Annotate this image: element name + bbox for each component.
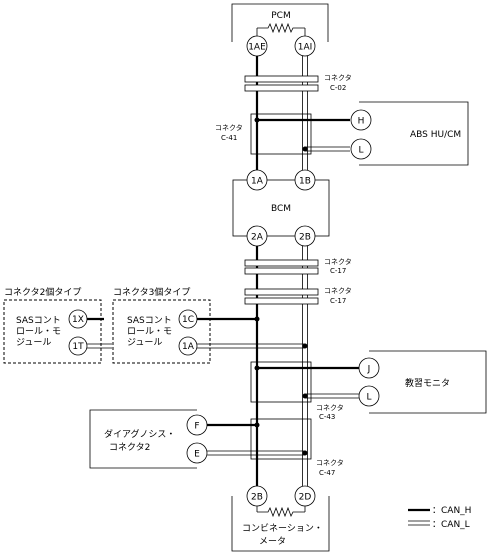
svg-text:C-43: C-43 xyxy=(319,413,335,421)
instructor-label: 教習モニタ xyxy=(405,377,450,389)
pcm-module: PCM 1AE 1AI xyxy=(231,3,329,57)
svg-text:1B: 1B xyxy=(299,177,311,187)
pcm-label: PCM xyxy=(271,11,290,21)
svg-text:C-17: C-17 xyxy=(330,297,346,305)
svg-text:C-17: C-17 xyxy=(330,267,346,275)
diag-pin-f xyxy=(186,414,208,436)
svg-text:コネクタ2: コネクタ2 xyxy=(109,442,150,453)
svg-text:1AI: 1AI xyxy=(298,43,313,53)
svg-text:L: L xyxy=(358,146,363,156)
sas-2-connector-type: コネクタ2個タイプ SASコント ロール・モ ジュール 1X 1T xyxy=(3,286,102,364)
connector-c-47: コネクタ C-47 xyxy=(250,418,344,477)
legend: ：CAN_H ：CAN_L xyxy=(408,506,471,530)
connector-c-02: コネクタ C-02 xyxy=(244,73,352,92)
can-l-wires xyxy=(87,42,361,490)
connector-c-17-lower: コネクタ C-17 xyxy=(244,286,352,305)
sas3-pin-1a xyxy=(178,336,198,356)
svg-text:コネクタ: コネクタ xyxy=(316,458,344,467)
svg-text:コネクタ: コネクタ xyxy=(324,73,352,82)
pcm-pin-1ai xyxy=(294,35,316,57)
diagnosis-connector-2: ダイアグノシス・ コネクタ2 F E xyxy=(89,409,208,469)
connector-c-17-upper: コネクタ C-17 xyxy=(244,257,352,275)
svg-text:ジュール: ジュール xyxy=(16,338,51,348)
legend-can-h-label: ：CAN_H xyxy=(432,506,471,516)
sas3-title: コネクタ3個タイプ xyxy=(113,286,190,298)
svg-text:2B: 2B xyxy=(251,493,263,503)
svg-text:SASコント: SASコント xyxy=(16,316,61,326)
svg-text:1X: 1X xyxy=(72,315,84,325)
sas2-title: コネクタ2個タイプ xyxy=(4,286,81,298)
svg-text:ロール・モ: ロール・モ xyxy=(127,327,172,337)
junction-dots xyxy=(254,117,308,456)
sas2-pin-1x xyxy=(68,309,88,329)
svg-text:メータ: メータ xyxy=(259,536,286,547)
svg-text:2A: 2A xyxy=(251,233,264,243)
svg-text:コネクタ: コネクタ xyxy=(316,403,344,412)
bcm-module: BCM 1A 1B 2A 2B xyxy=(232,169,330,247)
legend-can-l-label: ：CAN_L xyxy=(432,520,470,530)
pcm-termination-resistor xyxy=(257,22,305,34)
instructor-monitor-module: 教習モニタ J L xyxy=(358,350,487,414)
svg-text:2D: 2D xyxy=(299,493,312,503)
svg-text:C-41: C-41 xyxy=(221,134,237,142)
sas-3-connector-type: コネクタ3個タイプ SASコント ロール・モ ジュール 1C 1A xyxy=(112,286,211,364)
combi-pin-2d xyxy=(294,485,316,507)
svg-text:J: J xyxy=(367,365,371,375)
pcm-pin-1ae xyxy=(246,35,268,57)
combination-meter-module: 2B 2D コンビネーション・ メータ xyxy=(231,485,330,552)
bcm-pin-1a xyxy=(246,169,268,191)
svg-text:コネクタ: コネクタ xyxy=(215,123,243,132)
svg-text:1AE: 1AE xyxy=(248,43,266,53)
svg-text:1T: 1T xyxy=(72,342,84,352)
svg-text:ダイアグノシス・: ダイアグノシス・ xyxy=(104,428,175,440)
svg-text:1A: 1A xyxy=(251,177,264,187)
svg-text:1C: 1C xyxy=(182,315,194,325)
abs-hu-cm-module: ABS HU/CM H L xyxy=(350,101,469,166)
svg-text:コネクタ: コネクタ xyxy=(324,257,352,266)
abs-pin-h xyxy=(350,109,372,131)
bcm-pin-2a xyxy=(246,225,268,247)
abs-pin-l xyxy=(350,138,372,160)
svg-text:ロール・モ: ロール・モ xyxy=(16,327,61,337)
sas3-pin-1c xyxy=(178,309,198,329)
sas2-pin-1t xyxy=(68,336,88,356)
svg-text:C-47: C-47 xyxy=(319,469,335,477)
svg-text:2B: 2B xyxy=(299,233,311,243)
svg-text:E: E xyxy=(194,450,200,460)
svg-text:H: H xyxy=(358,117,365,127)
svg-text:L: L xyxy=(366,393,371,403)
svg-text:コンビネーション・: コンビネーション・ xyxy=(242,523,323,534)
diag-pin-e xyxy=(186,442,208,464)
svg-text:ジュール: ジュール xyxy=(127,338,162,348)
instructor-pin-j xyxy=(358,357,380,379)
bcm-pin-1b xyxy=(294,169,316,191)
combi-pin-2b xyxy=(246,485,268,507)
bcm-label: BCM xyxy=(271,204,291,214)
svg-text:SASコント: SASコント xyxy=(127,316,172,326)
svg-text:コネクタ: コネクタ xyxy=(324,286,352,295)
instructor-pin-l xyxy=(358,385,380,407)
combi-termination-resistor xyxy=(257,506,305,518)
svg-text:C-02: C-02 xyxy=(330,84,346,92)
abs-label: ABS HU/CM xyxy=(410,130,461,140)
svg-text:F: F xyxy=(194,422,199,432)
bcm-pin-2b xyxy=(294,225,316,247)
connector-c-41: コネクタ C-41 xyxy=(215,113,312,155)
svg-text:1A: 1A xyxy=(182,342,195,352)
connector-c-43: コネクタ C-43 xyxy=(250,361,344,421)
can-h-wires xyxy=(87,42,361,490)
